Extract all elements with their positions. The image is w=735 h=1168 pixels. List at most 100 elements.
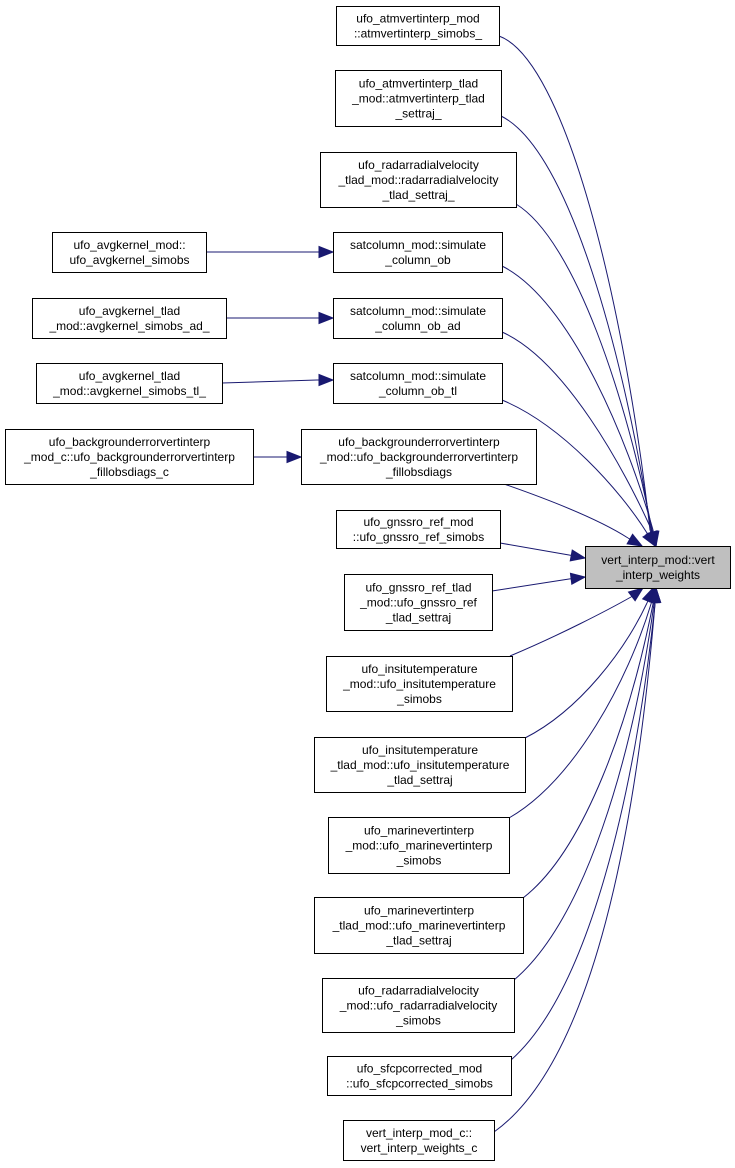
- node-label-line: _tlad_mod::radarradialvelocity: [337, 173, 498, 187]
- edge-avgkernel_simobs_tl-to-simulate_column_ob_tl: [221, 373, 335, 387]
- edge-line: [491, 578, 570, 592]
- node-label-line: _simobs: [396, 692, 442, 706]
- edge-line: [500, 115, 652, 531]
- node-avgkernel_simobs_tl[interactable]: ufo_avgkernel_tlad_mod::avgkernel_simobs…: [36, 363, 223, 404]
- node-box[interactable]: [314, 737, 526, 793]
- node-label-line: _mod::ufo_marinevertinterp: [345, 839, 493, 853]
- node-box[interactable]: [585, 546, 731, 589]
- node-atmvertinterp_tlad_settraj[interactable]: ufo_atmvertinterp_tlad_mod::atmvertinter…: [335, 70, 502, 127]
- edge-line: [513, 603, 655, 981]
- node-box[interactable]: [328, 817, 510, 874]
- node-box[interactable]: [336, 510, 501, 549]
- node-radarradialvelocity_simobs[interactable]: ufo_radarradialvelocity_mod::ufo_radarra…: [322, 978, 515, 1033]
- node-label-line: _tlad_settraj: [385, 611, 451, 625]
- arrowhead: [569, 572, 587, 585]
- node-atmvertinterp_simobs[interactable]: ufo_atmvertinterp_mod::atmvertinterp_sim…: [336, 6, 500, 46]
- node-label-line: vert_interp_mod::vert: [601, 553, 715, 567]
- node-label-line: _tlad_mod::ufo_insitutemperature: [330, 758, 510, 772]
- node-label-line: ufo_radarradialvelocity: [358, 984, 479, 998]
- node-label-line: _simobs: [395, 1014, 441, 1028]
- node-box[interactable]: [344, 574, 493, 631]
- node-box[interactable]: [320, 152, 517, 208]
- edge-gnssro_ref_tlad_settraj-to-vert_interp_weights: [491, 572, 587, 592]
- node-box[interactable]: [36, 363, 223, 404]
- edge-vert_interp_weights_c-to-vert_interp_weights: [493, 586, 662, 1133]
- node-label-line: ufo_avgkernel_simobs: [69, 253, 189, 267]
- node-marinevertinterp_tlad_settraj[interactable]: ufo_marinevertinterp_tlad_mod::ufo_marin…: [314, 897, 524, 954]
- edge-bgerr_fillobsdiags_c-to-bgerr_fillobsdiags: [253, 450, 303, 464]
- edge-line: [515, 203, 653, 531]
- node-label-line: _mod::ufo_radarradialvelocity: [339, 999, 497, 1013]
- node-box[interactable]: [333, 232, 503, 273]
- edge-gnssro_ref_simobs-to-vert_interp_weights: [499, 542, 587, 562]
- arrowhead: [627, 587, 645, 602]
- edge-bgerr_fillobsdiags-to-vert_interp_weights: [503, 483, 644, 547]
- node-vert_interp_weights_c[interactable]: vert_interp_mod_c::vert_interp_weights_c: [343, 1120, 495, 1161]
- node-box[interactable]: [335, 70, 502, 127]
- node-label-line: _column_ob_tl: [378, 384, 457, 398]
- node-box[interactable]: [322, 978, 515, 1033]
- node-label-line: _fillobsdiags: [385, 465, 452, 479]
- node-box[interactable]: [336, 6, 500, 46]
- node-box[interactable]: [326, 656, 513, 712]
- target-node-vert_interp_weights[interactable]: vert_interp_mod::vert_interp_weights: [585, 546, 731, 589]
- node-insitutemperature_tlad_settraj[interactable]: ufo_insitutemperature_tlad_mod::ufo_insi…: [314, 737, 526, 793]
- edge-insitutemperature_simobs-to-vert_interp_weights: [509, 587, 645, 657]
- node-label-line: ::atmvertinterp_simobs_: [354, 27, 482, 41]
- node-label-line: satcolumn_mod::simulate: [350, 238, 486, 252]
- node-label-line: _settraj_: [394, 107, 441, 121]
- node-insitutemperature_simobs[interactable]: ufo_insitutemperature_mod::ufo_insitutem…: [326, 656, 513, 712]
- edge-simulate_column_ob-to-vert_interp_weights: [501, 265, 660, 548]
- node-label-line: _column_ob_ad: [374, 319, 460, 333]
- node-radarradialvelocity_tlad_settraj[interactable]: ufo_radarradialvelocity_tlad_mod::radarr…: [320, 152, 517, 208]
- node-avgkernel_simobs_ad[interactable]: ufo_avgkernel_tlad_mod::avgkernel_simobs…: [32, 298, 227, 339]
- node-box[interactable]: [333, 363, 503, 404]
- node-box[interactable]: [32, 298, 227, 339]
- edge-line: [501, 265, 654, 531]
- arrowhead: [318, 311, 335, 325]
- node-marinevertinterp_simobs[interactable]: ufo_marinevertinterp_mod::ufo_marinevert…: [328, 817, 510, 874]
- edge-line: [499, 542, 570, 556]
- node-simulate_column_ob_tl[interactable]: satcolumn_mod::simulate_column_ob_tl: [333, 363, 503, 404]
- node-label-line: _column_ob: [384, 253, 451, 267]
- edges-layer: [206, 35, 662, 1133]
- arrowhead: [318, 245, 335, 259]
- node-sfcpcorrected_simobs[interactable]: ufo_sfcpcorrected_mod::ufo_sfcpcorrected…: [327, 1056, 512, 1096]
- node-label-line: ufo_insitutemperature: [362, 743, 478, 757]
- node-box[interactable]: [314, 897, 524, 954]
- node-box[interactable]: [52, 232, 207, 273]
- node-box[interactable]: [343, 1120, 495, 1161]
- arrowhead: [569, 549, 587, 562]
- node-label-line: ::ufo_gnssro_ref_simobs: [353, 530, 484, 544]
- node-label-line: _mod::ufo_insitutemperature: [342, 677, 496, 691]
- node-gnssro_ref_tlad_settraj[interactable]: ufo_gnssro_ref_tlad_mod::ufo_gnssro_ref_…: [344, 574, 493, 631]
- arrowhead: [648, 586, 662, 603]
- arrowhead: [642, 530, 656, 548]
- node-bgerr_fillobsdiags[interactable]: ufo_backgrounderrorvertinterp_mod::ufo_b…: [301, 429, 537, 485]
- node-box[interactable]: [333, 298, 503, 339]
- node-label-line: _mod::ufo_gnssro_ref: [359, 596, 477, 610]
- nodes-layer: vert_interp_mod::vert_interp_weightsufo_…: [5, 6, 731, 1161]
- node-label-line: _fillobsdiags_c: [89, 465, 169, 479]
- edge-marinevertinterp_tlad_settraj-to-vert_interp_weights: [522, 586, 660, 899]
- node-avgkernel_simobs[interactable]: ufo_avgkernel_mod::ufo_avgkernel_simobs: [52, 232, 207, 273]
- node-gnssro_ref_simobs[interactable]: ufo_gnssro_ref_mod::ufo_gnssro_ref_simob…: [336, 510, 501, 549]
- node-label-line: _mod::ufo_backgrounderrorvertinterp: [319, 450, 518, 464]
- node-box[interactable]: [5, 429, 254, 485]
- node-simulate_column_ob[interactable]: satcolumn_mod::simulate_column_ob: [333, 232, 503, 273]
- node-label-line: ufo_marinevertinterp: [364, 824, 474, 838]
- node-label-line: _mod::avgkernel_simobs_tl_: [52, 384, 206, 398]
- node-label-line: ufo_sfcpcorrected_mod: [357, 1062, 482, 1076]
- node-label-line: _simobs: [396, 854, 442, 868]
- node-box[interactable]: [301, 429, 537, 485]
- node-label-line: ufo_insitutemperature: [361, 662, 477, 676]
- edge-radarradialvelocity_simobs-to-vert_interp_weights: [513, 586, 661, 981]
- node-box[interactable]: [327, 1056, 512, 1096]
- node-bgerr_fillobsdiags_c[interactable]: ufo_backgrounderrorvertinterp_mod_c::ufo…: [5, 429, 254, 485]
- node-label-line: vert_interp_weights_c: [361, 1141, 478, 1155]
- node-simulate_column_ob_ad[interactable]: satcolumn_mod::simulate_column_ob_ad: [333, 298, 503, 339]
- node-label-line: ufo_marinevertinterp: [364, 904, 474, 918]
- node-label-line: _mod::avgkernel_simobs_ad_: [48, 319, 209, 333]
- node-label-line: ufo_backgrounderrorvertinterp: [338, 435, 500, 449]
